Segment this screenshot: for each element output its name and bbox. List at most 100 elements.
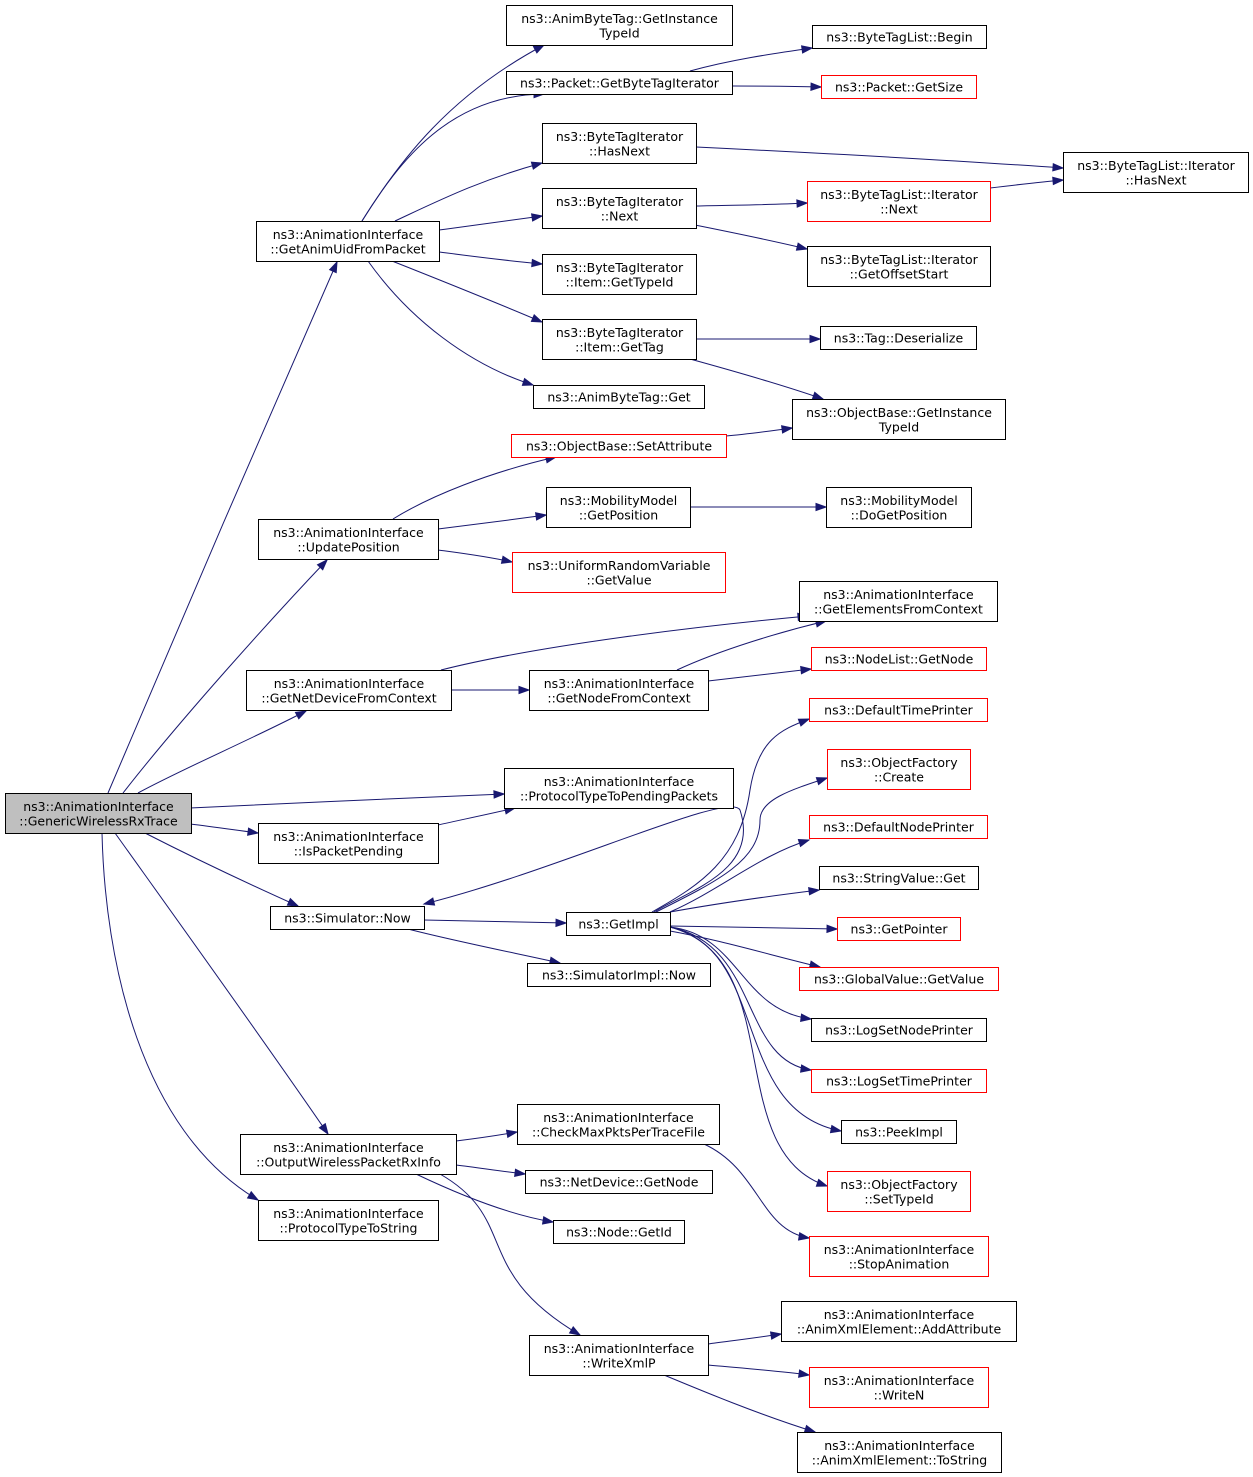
node-label: ::IsPacketPending (294, 844, 404, 859)
arrowhead (809, 334, 822, 344)
node-label: ns3::ObjectFactory (840, 755, 958, 770)
node-peekImpl[interactable]: ns3::PeekImpl (841, 1120, 957, 1144)
node-getAnimUid[interactable]: ns3::AnimationInterface::GetAnimUidFromP… (256, 221, 440, 262)
node-urvGetValue[interactable]: ns3::UniformRandomVariable::GetValue (512, 552, 726, 593)
node-label: ns3::NodeList::GetNode (825, 652, 974, 667)
node-label: ns3::AnimByteTag::GetInstance (521, 11, 718, 26)
node-defNodePrinter[interactable]: ns3::DefaultNodePrinter (809, 815, 988, 839)
node-getElemCtx[interactable]: ns3::AnimationInterface::GetElementsFrom… (799, 581, 998, 622)
node-nodeGetId[interactable]: ns3::Node::GetId (553, 1220, 685, 1244)
node-protoPending[interactable]: ns3::AnimationInterface::ProtocolTypeToP… (504, 768, 734, 809)
node-btlItHasNext[interactable]: ns3::ByteTagList::Iterator::HasNext (1063, 152, 1249, 193)
node-btlItOffset[interactable]: ns3::ByteTagList::Iterator::GetOffsetSta… (807, 246, 991, 287)
node-label: ::GetAnimUidFromPacket (270, 242, 425, 257)
node-label: ns3::AnimationInterface (824, 1307, 975, 1322)
node-objSetAttr[interactable]: ns3::ObjectBase::SetAttribute (511, 434, 727, 458)
node-writeXmlP[interactable]: ns3::AnimationInterface::WriteXmlP (529, 1335, 709, 1376)
node-box (799, 581, 998, 622)
node-objFactSetType[interactable]: ns3::ObjectFactory::SetTypeId (827, 1171, 971, 1212)
node-toString[interactable]: ns3::AnimationInterface::AnimXmlElement:… (797, 1432, 1002, 1473)
node-strValGet[interactable]: ns3::StringValue::Get (819, 866, 979, 890)
node-box (827, 749, 971, 790)
edge-getNetDev-to-getNodeCtx (450, 685, 531, 695)
node-simNow[interactable]: ns3::Simulator::Now (270, 906, 425, 930)
node-label: ::GetNodeFromContext (547, 691, 690, 706)
edge-updatePos-to-mobGetPos (437, 512, 548, 530)
node-box (542, 254, 697, 295)
node-label: ::ProtocolTypeToString (280, 1221, 418, 1236)
node-label: ns3::MobilityModel (840, 493, 957, 508)
edges-layer (101, 44, 1065, 1434)
node-label: ::HasNext (1125, 173, 1186, 188)
node-box (529, 670, 709, 711)
node-objFactCreate[interactable]: ns3::ObjectFactory::Create (827, 749, 971, 790)
edge-getAnimUid-to-btiItemGetTag (391, 260, 544, 323)
node-label: ns3::AnimationInterface (273, 1206, 424, 1221)
node-label: ns3::AnimationInterface (273, 525, 424, 540)
edge-simGetImpl-to-logSetTime (669, 926, 813, 1073)
node-label: ::GetPosition (579, 508, 658, 523)
node-defTimePrinter[interactable]: ns3::DefaultTimePrinter (809, 698, 988, 722)
arrowhead (535, 512, 548, 521)
node-mobDoGetPos[interactable]: ns3::MobilityModel::DoGetPosition (826, 487, 972, 528)
node-box (792, 399, 1006, 440)
node-label: ns3::AnimationInterface (544, 774, 695, 789)
node-label: ::OutputWirelessPacketRxInfo (256, 1155, 441, 1170)
node-logSetTime[interactable]: ns3::LogSetTimePrinter (811, 1069, 987, 1093)
node-label: ::GetNetDeviceFromContext (261, 691, 436, 706)
node-tagDeser[interactable]: ns3::Tag::Deserialize (820, 326, 977, 350)
arrowhead (328, 260, 338, 274)
node-btiNext[interactable]: ns3::ByteTagIterator::Next (542, 188, 697, 229)
node-box (827, 1171, 971, 1212)
node-label: TypeId (878, 420, 919, 435)
node-label: ns3::UniformRandomVariable (528, 558, 711, 573)
node-logSetNode[interactable]: ns3::LogSetNodePrinter (811, 1018, 987, 1042)
node-simGetImpl[interactable]: ns3::GetImpl (566, 912, 671, 936)
node-getNetDev[interactable]: ns3::AnimationInterface::GetNetDeviceFro… (246, 670, 452, 711)
node-btlBegin[interactable]: ns3::ByteTagList::Begin (812, 25, 987, 49)
node-label: ::StopAnimation (849, 1257, 950, 1272)
node-box (566, 912, 671, 936)
edge-outWireless-to-writeXmlP (439, 1173, 582, 1336)
arrowhead (246, 1190, 260, 1201)
node-label: ::SetTypeId (864, 1192, 933, 1207)
node-btlItNext[interactable]: ns3::ByteTagList::Iterator::Next (807, 181, 991, 222)
node-label: ns3::ByteTagIterator (556, 260, 684, 275)
node-protoToString[interactable]: ns3::AnimationInterface::ProtocolTypeToS… (258, 1200, 439, 1241)
node-getPointer[interactable]: ns3::GetPointer (837, 917, 961, 941)
arrowhead (810, 82, 823, 91)
node-globalValGet[interactable]: ns3::GlobalValue::GetValue (799, 967, 999, 991)
node-btiItemTypeId[interactable]: ns3::ByteTagIterator::Item::GetTypeId (542, 254, 697, 295)
node-box (809, 1367, 989, 1408)
node-updatePos[interactable]: ns3::AnimationInterface::UpdatePosition (258, 519, 439, 560)
edge-btiItemGetTag-to-tagDeser (696, 334, 822, 344)
edge-root-to-protoPending (189, 790, 506, 809)
node-isPending[interactable]: ns3::AnimationInterface::IsPacketPending (258, 823, 439, 864)
node-btiHasNext[interactable]: ns3::ByteTagIterator::HasNext (542, 123, 697, 164)
node-box (542, 319, 697, 360)
node-outWireless[interactable]: ns3::AnimationInterface::OutputWirelessP… (240, 1134, 457, 1175)
node-box (809, 698, 988, 722)
node-nodeListGetNode[interactable]: ns3::NodeList::GetNode (811, 647, 987, 671)
node-checkMax[interactable]: ns3::AnimationInterface::CheckMaxPktsPer… (517, 1104, 720, 1145)
node-label: ns3::ByteTagList::Iterator (1077, 158, 1235, 173)
node-box (837, 917, 961, 941)
node-root[interactable]: ns3::AnimationInterface::GenericWireless… (5, 793, 192, 834)
arrowhead (530, 213, 544, 222)
node-getNodeCtx[interactable]: ns3::AnimationInterface::GetNodeFromCont… (529, 670, 709, 711)
arrowhead (247, 827, 260, 836)
node-box (517, 1104, 720, 1145)
node-stopAnim[interactable]: ns3::AnimationInterface::StopAnimation (809, 1236, 989, 1277)
node-simImplNow[interactable]: ns3::SimulatorImpl::Now (527, 963, 711, 987)
node-writeN[interactable]: ns3::AnimationInterface::WriteN (809, 1367, 989, 1408)
node-mobGetPos[interactable]: ns3::MobilityModel::GetPosition (546, 487, 691, 528)
node-label: ns3::AnimationInterface (544, 676, 695, 691)
node-animTagGet[interactable]: ns3::AnimByteTag::Get (533, 385, 705, 409)
node-pktGetBTI[interactable]: ns3::Packet::GetByteTagIterator (506, 71, 733, 95)
node-btiItemGetTag[interactable]: ns3::ByteTagIterator::Item::GetTag (542, 319, 697, 360)
node-addAttr[interactable]: ns3::AnimationInterface::AnimXmlElement:… (781, 1301, 1017, 1342)
node-pktGetSize[interactable]: ns3::Packet::GetSize (821, 75, 977, 99)
node-ndGetNode[interactable]: ns3::NetDevice::GetNode (525, 1170, 713, 1194)
